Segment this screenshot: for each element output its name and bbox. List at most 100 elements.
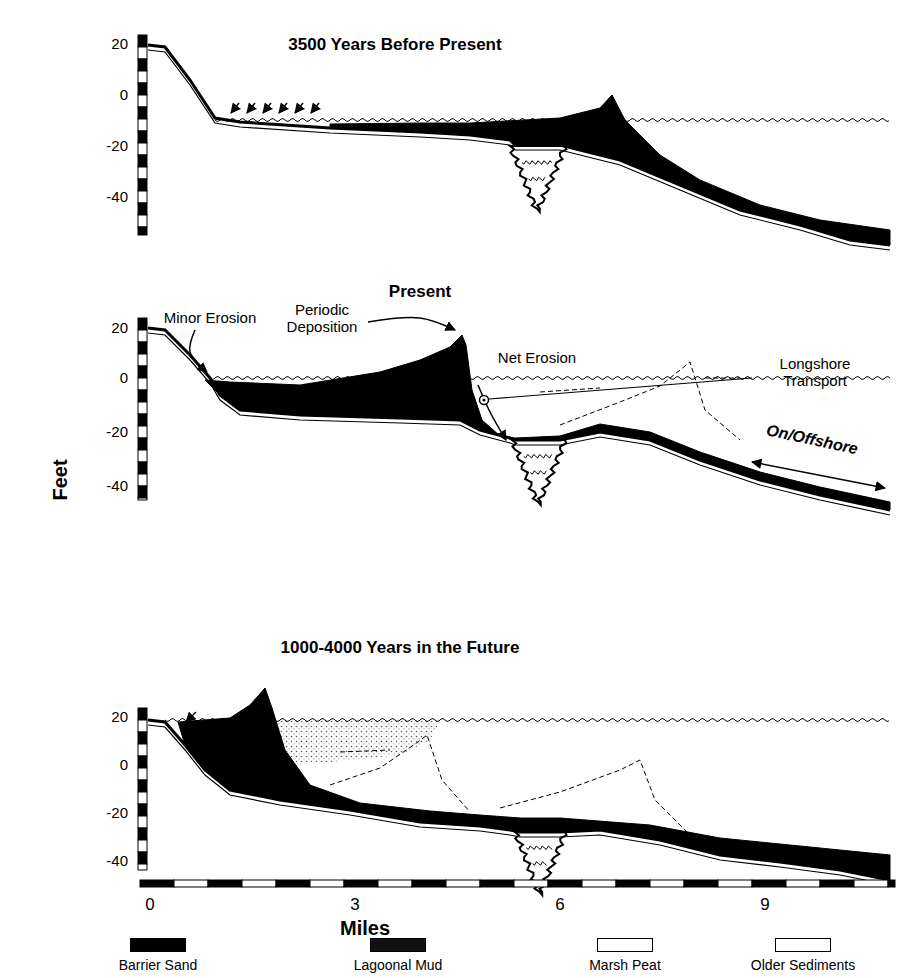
scale-bar-segment (138, 390, 147, 402)
scale-bar-segment (138, 131, 147, 143)
scale-bar-segment (684, 880, 718, 887)
former-barrier-outline (705, 378, 740, 379)
legend-text: Lagoonal Mud (354, 957, 443, 973)
scale-bar-segment (138, 366, 147, 378)
barrier-sand (330, 95, 890, 245)
scale-bar-segment (138, 179, 147, 191)
axis-tick: 20 (111, 35, 128, 52)
axis-title: Miles (340, 917, 390, 940)
channel-peat-lines (522, 161, 552, 164)
scale-bar-segment (138, 95, 147, 107)
wave-arrow (263, 103, 271, 113)
legend-text: Older Sediments (751, 957, 855, 973)
axis-tick: -40 (106, 852, 128, 869)
barrier-sand (205, 335, 890, 510)
scale-bar-segment (820, 880, 854, 887)
scale-bar-segment (752, 880, 786, 887)
channel-peat-lines (530, 471, 546, 474)
panel-title: Present (389, 282, 451, 302)
former-barrier-outline (330, 735, 470, 812)
older-sediment-contact (148, 725, 890, 885)
longshore-symbol (483, 399, 486, 402)
axis-tick: 0 (120, 756, 128, 773)
scale-bar-segment (138, 744, 147, 756)
sea-level (215, 119, 889, 122)
scale-bar-segment (138, 35, 147, 47)
channel-peat-lines (526, 846, 552, 849)
scale-bar-segment (138, 732, 147, 744)
scale-bar-segment (138, 426, 147, 438)
older-sediment-surface (148, 45, 890, 245)
scale-bar-segment (514, 880, 548, 887)
legend-text: Barrier Sand (119, 957, 198, 973)
scale-bar-segment (854, 880, 888, 887)
scale-bar-segment (138, 143, 147, 155)
scale-bar-segment (138, 155, 147, 167)
scale-bar-segment (412, 880, 446, 887)
legend-swatch (370, 938, 426, 952)
scale-bar-segment (174, 880, 208, 887)
axis-tick: 0 (120, 369, 128, 386)
scale-bar-segment (138, 708, 147, 720)
scale-bar-segment (208, 880, 242, 887)
scale-bar-segment (138, 474, 147, 486)
scale-bar-segment (138, 215, 147, 227)
scale-bar-segment (138, 840, 147, 852)
former-barrier-outline (500, 760, 690, 835)
older-sediment-surface (148, 328, 890, 510)
scale-bar-segment (276, 880, 310, 887)
legend-swatch (130, 938, 186, 952)
process-note: Minor Erosion (164, 309, 257, 326)
scale-bar-segment (138, 167, 147, 179)
scale-bar-segment (138, 342, 147, 354)
on-offshore-arrow (752, 462, 885, 488)
axis-tick: 0 (120, 86, 128, 103)
net-erosion-arrow (478, 385, 506, 440)
scale-bar-segment (650, 880, 684, 887)
wave-arrow (279, 103, 287, 113)
longshore-leader (489, 378, 752, 399)
scale-bar-segment (138, 450, 147, 462)
scale-bar-segment (138, 203, 147, 215)
scale-bar-segment (138, 83, 147, 95)
scale-bar-segment (138, 378, 147, 390)
longshore-symbol (480, 396, 489, 405)
wave-arrow (186, 712, 196, 722)
legend-text: Marsh Peat (589, 957, 661, 973)
stippled-marsh (272, 721, 440, 762)
sea-level (165, 719, 889, 722)
scale-bar-segment (138, 402, 147, 414)
scale-bar-segment (616, 880, 650, 887)
axis-tick: 20 (111, 319, 128, 336)
scale-bar-segment (138, 864, 147, 870)
scale-bar-segment (138, 780, 147, 792)
scale-bar-segment (138, 438, 147, 450)
wave-arrow (247, 103, 255, 113)
scale-bar-segment (138, 816, 147, 828)
scale-bar-segment (138, 414, 147, 426)
axis-tick: 6 (555, 895, 564, 915)
older-sediment-surface (148, 720, 890, 880)
scale-bar-segment (480, 880, 514, 887)
channel-peat-lines (524, 455, 552, 458)
scale-bar-segment (138, 828, 147, 840)
scale-bar-segment (786, 880, 820, 887)
process-note: Periodic Deposition (278, 301, 366, 336)
process-note: Longshore Transport (763, 355, 867, 390)
older-sediment-contact (148, 333, 890, 515)
channel-peat-lines (533, 862, 547, 865)
axis-tick: -20 (106, 423, 128, 440)
scale-bar-segment (138, 47, 147, 59)
scale-bar-segment (378, 880, 412, 887)
scale-bar-segment (548, 880, 582, 887)
scale-bar-segment (138, 59, 147, 71)
scale-bar-segment (138, 768, 147, 780)
former-barrier-outline (560, 362, 740, 440)
channel-fill (512, 440, 566, 505)
scale-bar-segment (888, 880, 895, 887)
axis-tick: 20 (111, 708, 128, 725)
axis-tick: -20 (106, 137, 128, 154)
scale-bar-segment (446, 880, 480, 887)
